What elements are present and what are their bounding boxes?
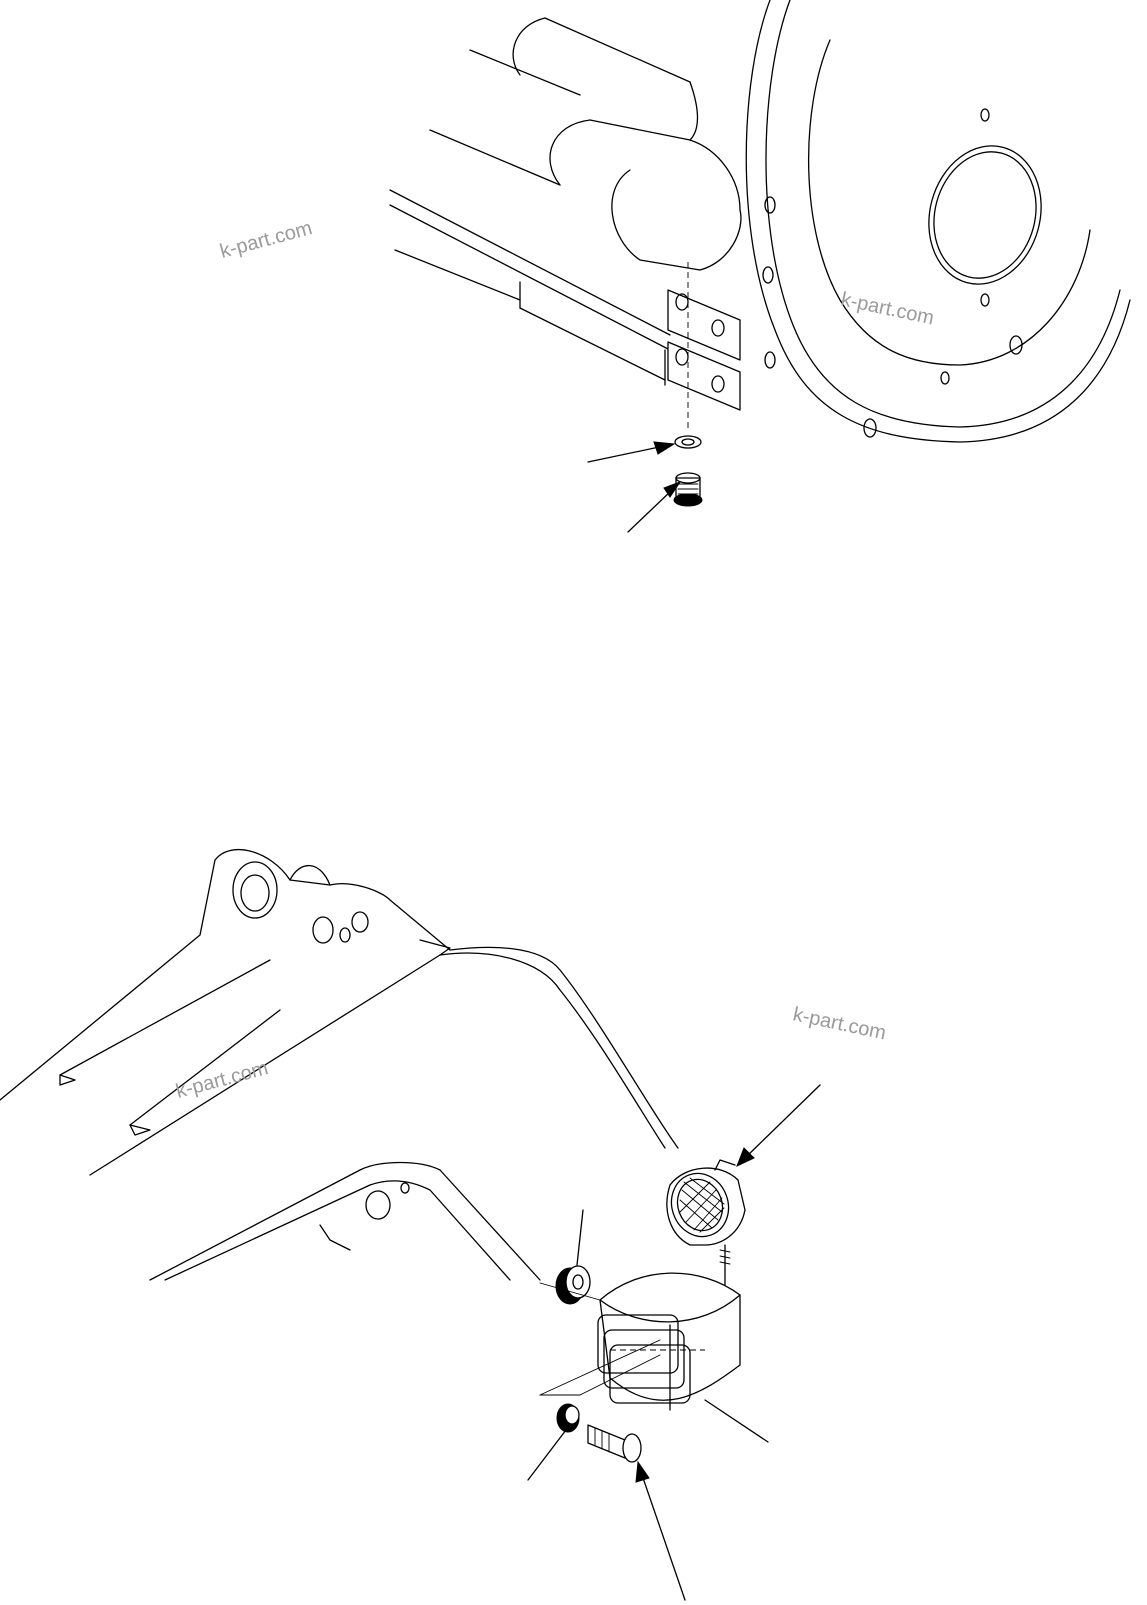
leader-washer bbox=[587, 441, 676, 463]
rubber-bushing bbox=[555, 1265, 591, 1305]
lamp-guard-box bbox=[597, 1272, 741, 1411]
mounting-lugs bbox=[667, 289, 741, 411]
boom bbox=[0, 848, 679, 1281]
bottom-assembly bbox=[0, 848, 821, 1601]
watermark-4: k-part.com bbox=[174, 1057, 271, 1103]
leader-bushing bbox=[576, 1209, 584, 1266]
assembly-lines bbox=[539, 1282, 661, 1396]
work-lamp bbox=[666, 1159, 746, 1286]
flange-disc bbox=[745, 0, 1131, 443]
beam-arm bbox=[389, 189, 671, 386]
leader-plug bbox=[627, 480, 682, 533]
watermark-2: k-part.com bbox=[839, 288, 936, 329]
drain-plug bbox=[673, 472, 703, 507]
top-assembly bbox=[389, 0, 1131, 533]
watermark-1: k-part.com bbox=[218, 217, 315, 263]
leader-washer-bottom bbox=[527, 1429, 567, 1481]
watermark-3: k-part.com bbox=[791, 1003, 888, 1044]
lock-washer bbox=[556, 1403, 580, 1433]
mounting-bolt bbox=[587, 1424, 642, 1463]
leader-lamp bbox=[736, 1084, 821, 1167]
cylinder-housing bbox=[429, 17, 742, 271]
washer bbox=[674, 435, 702, 449]
leader-bolt bbox=[635, 1460, 686, 1601]
leader-box bbox=[704, 1399, 769, 1443]
